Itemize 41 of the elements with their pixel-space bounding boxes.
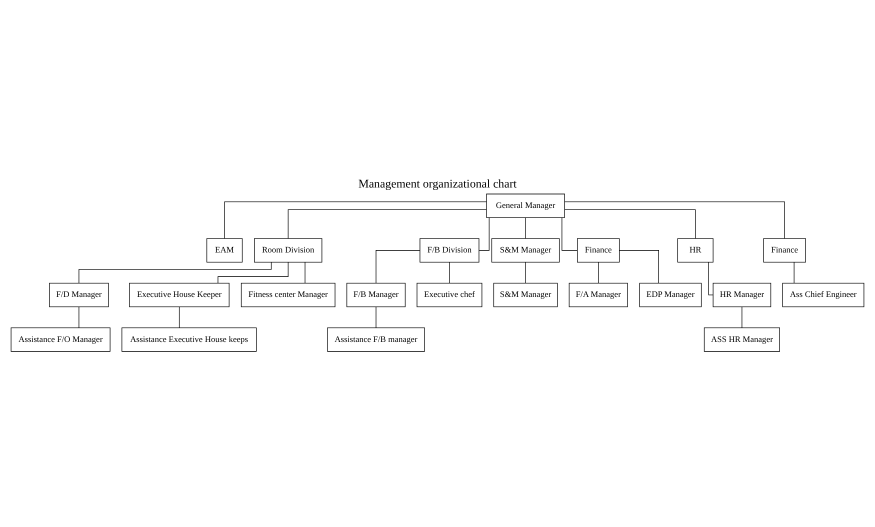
node-box: EAM (206, 238, 243, 263)
connector (376, 250, 420, 284)
node-box: Executive House Keeper (129, 282, 230, 308)
node-box: F/B Manager (346, 282, 406, 308)
node-box: EDP Manager (639, 282, 702, 308)
diagram-title: Management organizational chart (358, 176, 517, 191)
node-box: F/A Manager (568, 282, 628, 308)
connector (619, 250, 659, 284)
connector (525, 262, 526, 284)
connector (78, 306, 80, 328)
node-box: Finance (763, 238, 806, 263)
node-box: S&M Manager (493, 282, 558, 308)
connector (449, 262, 450, 284)
connector (224, 202, 487, 239)
connector (78, 262, 272, 284)
connector (304, 262, 306, 284)
connector (525, 217, 526, 239)
connector (288, 209, 487, 239)
node-box: Assistance Executive House keeps (122, 327, 257, 352)
node-box: F/D Manager (49, 282, 109, 308)
connector (562, 217, 578, 251)
node-box: Executive chef (416, 282, 482, 308)
node-box: HR (677, 238, 714, 263)
connector (598, 262, 599, 284)
node-box: HR Manager (712, 282, 772, 308)
node-box: S&M Manager (491, 238, 560, 263)
node-box: F/B Division (420, 238, 480, 263)
node-box: Assistance F/O Manager (10, 327, 110, 352)
node-box: Fitness center Manager (240, 282, 336, 308)
node-box: General Manager (486, 194, 565, 218)
connector (478, 217, 490, 251)
node-box: Room Division (254, 238, 322, 263)
connector (564, 209, 696, 239)
node-box: ASS HR Manager (704, 327, 780, 352)
node-box: Assistance F/B manager (327, 327, 425, 352)
connector (178, 306, 180, 328)
node-box: Finance (577, 238, 620, 263)
connector (218, 262, 288, 284)
connector (564, 202, 785, 239)
node-box: Ass Chief Engineer (782, 282, 864, 308)
connector (708, 262, 714, 296)
